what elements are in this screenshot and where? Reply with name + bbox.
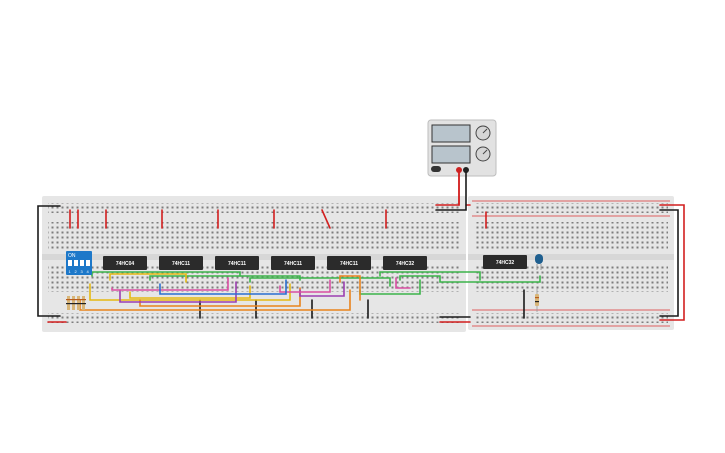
chip-74hc04[interactable]: 74HC04 — [103, 256, 147, 270]
chip-label: 74HC32 — [496, 260, 515, 266]
dip-switch[interactable]: ON 1 2 3 4 — [66, 251, 92, 275]
power-supply-display-2 — [431, 145, 471, 164]
dip-toggle-4[interactable] — [86, 260, 90, 266]
chip-label: 74HC11 — [172, 261, 190, 267]
led-resistor[interactable] — [535, 288, 539, 312]
chip-74hc11-2[interactable]: 74HC11 — [215, 256, 259, 270]
power-supply[interactable] — [427, 119, 497, 177]
power-supply-display-1 — [431, 124, 471, 143]
right-breadboard[interactable] — [468, 196, 674, 330]
chip-label: 74HC11 — [284, 261, 302, 267]
chip-label: 74HC11 — [340, 261, 358, 267]
chip-label: 74HC11 — [228, 261, 246, 267]
chip-label: 74HC32 — [396, 261, 415, 267]
led[interactable] — [535, 254, 543, 270]
chip-74hc32-2[interactable]: 74HC32 — [483, 255, 527, 269]
chip-label: 74HC04 — [116, 261, 135, 267]
dip-switch-on-label: ON — [68, 253, 76, 259]
dip-number-2: 2 — [75, 269, 78, 274]
dip-number-3: 3 — [81, 269, 84, 274]
power-switch[interactable] — [431, 166, 441, 172]
dip-number-4: 4 — [87, 269, 90, 274]
dip-toggle-2[interactable] — [74, 260, 78, 266]
dip-toggle-3[interactable] — [80, 260, 84, 266]
positive-terminal[interactable] — [456, 167, 462, 173]
negative-terminal[interactable] — [463, 167, 469, 173]
chip-74hc32-1[interactable]: 74HC32 — [383, 256, 427, 270]
chip-74hc11-3[interactable]: 74HC11 — [271, 256, 315, 270]
pulldown-resistors[interactable] — [66, 296, 86, 310]
jumper-wires[interactable] — [37, 171, 685, 323]
dip-number-1: 1 — [69, 269, 72, 274]
chip-74hc11-1[interactable]: 74HC11 — [159, 256, 203, 270]
chip-74hc11-4[interactable]: 74HC11 — [327, 256, 371, 270]
dip-toggle-1[interactable] — [68, 260, 72, 266]
